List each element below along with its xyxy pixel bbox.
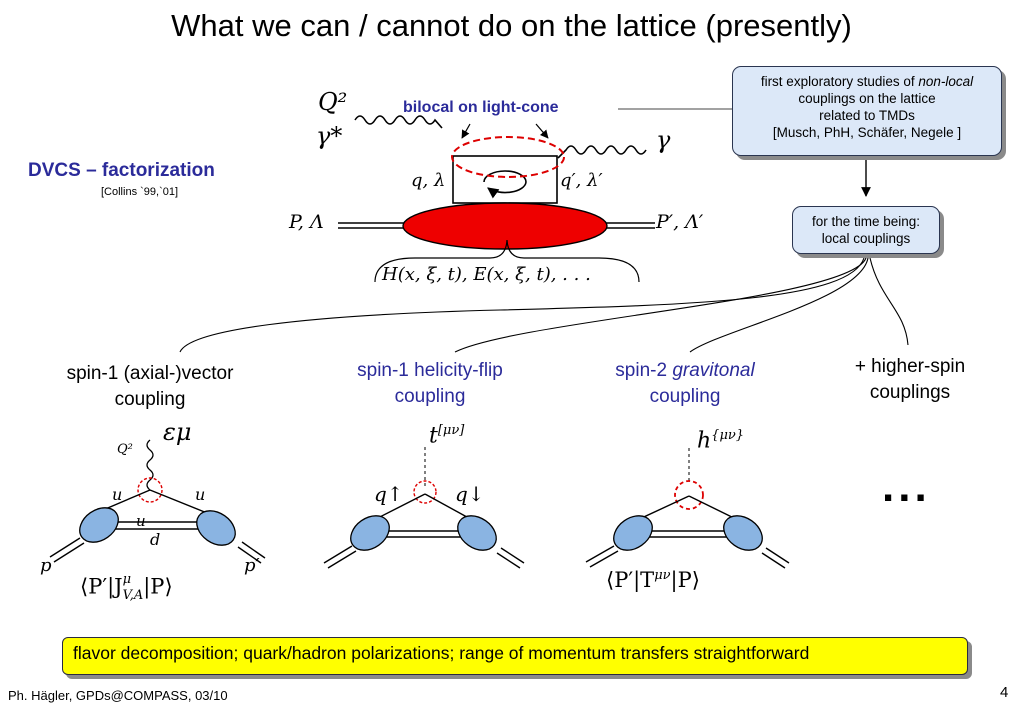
d1-q2-label: Q² (117, 442, 133, 457)
d1-pprime-label: p′ (244, 555, 260, 576)
gpd-blob (402, 202, 608, 250)
local-line2: local couplings (821, 231, 911, 246)
col4-line2: couplings (869, 382, 951, 403)
local-note: for the time being: local couplings (792, 206, 940, 254)
col1-label: spin-1 (axial-)vector coupling (30, 361, 270, 413)
col4-line1: + higher-spin (854, 356, 966, 377)
d1-me-sub: V,A (122, 588, 144, 603)
nonlocal-line4: [Musch, PhH, Schäfer, Negele ] (772, 125, 962, 140)
triangle-diagram-1 (49, 439, 266, 564)
d3-me-tail: |P⟩ (670, 568, 700, 592)
nonlocal-line2: couplings on the lattice (798, 91, 936, 106)
d2-q-down: q↓ (455, 482, 485, 506)
nonlocal-line1-em: non-local (918, 74, 974, 89)
d1-epsilon-label: εμ (163, 418, 192, 446)
dvcs-heading: DVCS – factorization (28, 160, 215, 181)
d1-me-main: ⟨P′|J (80, 574, 123, 599)
col3-line1-pre: spin-2 (615, 360, 673, 381)
fanout-curves (179, 257, 909, 353)
quark-loop-box (452, 155, 558, 204)
dvcs-citation: [Collins `99,`01] (101, 186, 179, 198)
triangle-diagram-2 (323, 447, 525, 569)
d3-me-main: ⟨P′|T (606, 568, 655, 592)
gamma-label: γ (656, 126, 671, 154)
d1-p-label: p (40, 555, 52, 576)
q-lambda-label: q, λ (411, 170, 446, 191)
nonlocal-line1-pre: first exploratory studies of (760, 74, 919, 89)
col1-line2: coupling (114, 389, 186, 410)
col3-line1-em: gravitonal (672, 360, 755, 381)
bilocal-label: bilocal on light-cone (403, 99, 559, 116)
col2-line2: coupling (394, 386, 466, 407)
d3-operator: h{μν} (697, 428, 744, 453)
d1-u-right: u (195, 485, 206, 504)
col4-label: + higher-spin couplings (820, 354, 1000, 406)
d3-me-sup: μν (654, 568, 671, 583)
photon-wavy-1 (146, 439, 154, 491)
triangle-diagram-3 (585, 448, 790, 569)
ellipsis: ... (882, 462, 931, 511)
circular-arrow (483, 170, 527, 183)
d2-q-up: q↑ (374, 482, 404, 506)
d1-d-mid: d (150, 530, 161, 549)
d1-me-tail: |P⟩ (143, 574, 173, 599)
real-photon-line (557, 145, 647, 159)
d3-matrix-element: ⟨P′|Tμν|P⟩ (606, 568, 700, 592)
d1-u-mid: u (136, 512, 146, 530)
page-number: 4 (1000, 684, 1009, 701)
d2-operator-sup: [μν] (437, 423, 465, 438)
gpd-brace (374, 239, 640, 283)
footer-text: Ph. Hägler, GPDs@COMPASS, 03/10 (8, 688, 228, 703)
gpd-functions: H(x, ξ, t), E(x, ξ, t), . . . (382, 264, 591, 285)
qprime-lambda-label: q′, λ′ (560, 170, 603, 191)
local-line1: for the time being: (811, 214, 921, 229)
d2-operator-main: t (429, 423, 438, 449)
col3-label: spin-2 gravitonal coupling (570, 358, 800, 410)
slide-title: What we can / cannot do on the lattice (… (171, 8, 852, 43)
q2-label: Q² (318, 88, 348, 116)
d3-operator-sup: {μν} (711, 428, 745, 443)
dvcs-diagram (338, 115, 655, 283)
p-lambda-label: P, Λ (289, 211, 324, 233)
nonlocal-line3: related to TMDs (819, 108, 915, 123)
pprime-lambda-label: P′, Λ′ (656, 211, 704, 233)
virtual-photon-line (354, 115, 443, 129)
bilocal-dashed-ellipse (451, 136, 565, 178)
d1-me-sup: μ (122, 572, 132, 587)
col2-label: spin-1 helicity-flip coupling (310, 358, 550, 410)
d1-u-left: u (112, 485, 123, 504)
d3-operator-main: h (697, 428, 712, 454)
gamma-star-label: γ* (316, 122, 343, 150)
col3-line2: coupling (649, 386, 721, 407)
nonlocal-note: first exploratory studies of non-local c… (732, 66, 1002, 156)
d2-operator: t[μν] (429, 423, 464, 448)
col1-line1: spin-1 (axial-)vector (66, 363, 234, 384)
col2-line1: spin-1 helicity-flip (357, 360, 503, 381)
summary-box: flavor decomposition; quark/hadron polar… (62, 637, 968, 675)
